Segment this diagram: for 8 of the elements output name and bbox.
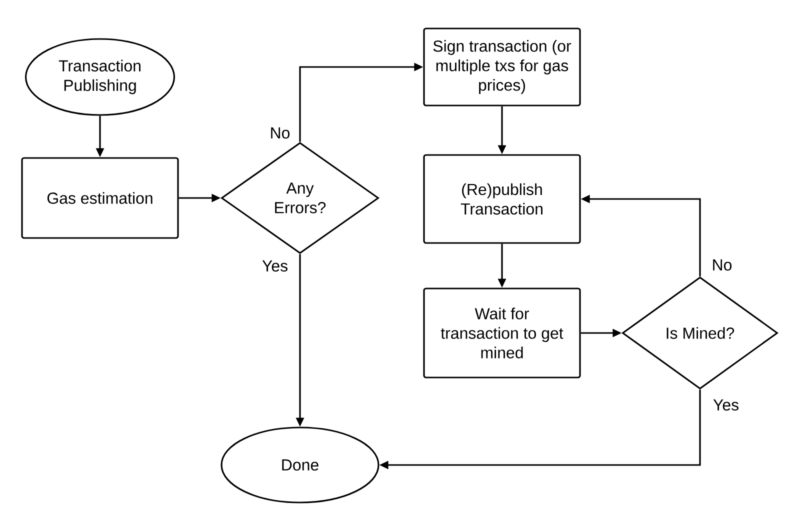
- process-box: Sign transaction (or multiple txs for gas prices): [423, 28, 581, 106]
- edge-label: No: [268, 126, 292, 140]
- process-box: Wait for transaction to get mined: [423, 288, 581, 378]
- process-box: (Re)publish Transaction: [423, 154, 581, 244]
- process-box: Gas estimation: [21, 157, 179, 239]
- edge-label: No: [710, 258, 734, 272]
- edge-label: Yes: [260, 259, 290, 273]
- edge-label: Yes: [712, 398, 740, 412]
